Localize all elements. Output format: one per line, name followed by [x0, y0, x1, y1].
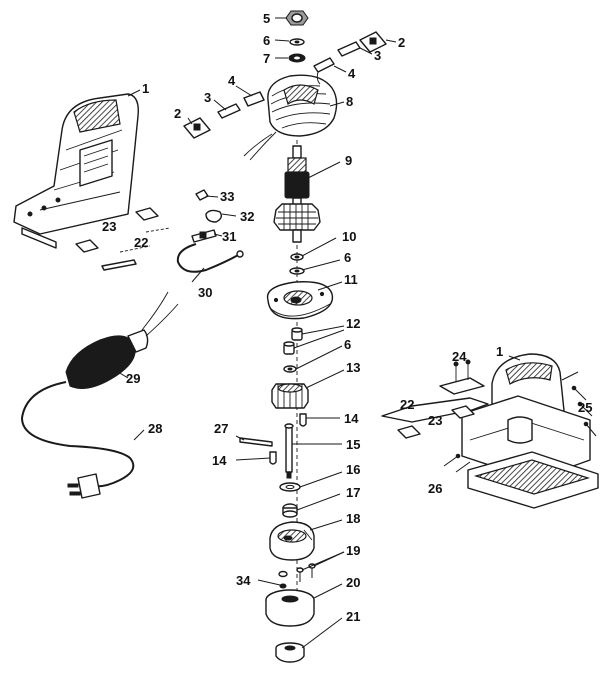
part-17-bearing — [282, 503, 298, 518]
part-4-cap-left — [243, 91, 265, 107]
callout-28: 28 — [148, 421, 162, 436]
part-3-brush-left — [217, 103, 241, 119]
callout-32: 32 — [240, 209, 254, 224]
callout-25: 25 — [578, 400, 592, 415]
callout-30: 30 — [198, 285, 212, 300]
part-15-shaft — [284, 423, 294, 479]
callout-13: 13 — [346, 360, 360, 375]
part-23-tab-left-a — [135, 207, 159, 221]
callout-23-right: 23 — [428, 413, 442, 428]
center-stack — [239, 10, 338, 663]
part-20-base — [265, 589, 315, 627]
part-18-counterweight — [269, 521, 315, 561]
callout-4-right: 4 — [348, 66, 356, 81]
callout-31: 31 — [222, 229, 236, 244]
callout-17: 17 — [346, 485, 360, 500]
part-30-wire — [176, 243, 241, 273]
right-mounting-parts — [381, 359, 597, 473]
part-29-handle — [65, 291, 179, 389]
callout-29: 29 — [126, 371, 140, 386]
callout-34: 34 — [236, 573, 251, 588]
callout-27: 27 — [214, 421, 228, 436]
callout-6-low: 6 — [344, 337, 351, 352]
part-23-tab-right-a — [397, 425, 421, 439]
callout-4-left: 4 — [228, 73, 236, 88]
part-22-strip-left — [101, 259, 137, 271]
callout-3-right: 3 — [374, 48, 381, 63]
callout-20: 20 — [346, 575, 360, 590]
part-24-bracket — [439, 377, 485, 395]
callout-labels: 5 6 7 2 3 4 4 3 2 8 1 9 33 32 23 22 31 1… — [102, 11, 592, 624]
callout-10: 10 — [342, 229, 356, 244]
callout-9: 9 — [345, 153, 352, 168]
part-14-pin-upper — [299, 413, 307, 427]
part-9-armature — [273, 145, 321, 243]
callout-6-top: 6 — [263, 33, 270, 48]
part-33-clip — [195, 189, 209, 201]
part-26-pins — [443, 453, 471, 473]
callout-16: 16 — [346, 462, 360, 477]
part-14-pin-lower — [269, 451, 277, 465]
part-27-key — [239, 437, 273, 447]
part-13-gear — [271, 383, 309, 409]
callout-12: 12 — [346, 316, 360, 331]
part-8-field-coil — [243, 74, 338, 161]
part-11-plate — [266, 281, 334, 320]
callout-14-lower: 14 — [212, 453, 227, 468]
callout-14-upper: 14 — [344, 411, 359, 426]
part-19-screws — [296, 563, 316, 582]
part-28-cord — [20, 381, 135, 499]
part-25-screws — [571, 385, 597, 437]
callout-7: 7 — [263, 51, 270, 66]
callout-1-left: 1 — [142, 81, 149, 96]
callout-21: 21 — [346, 609, 360, 624]
callout-15: 15 — [346, 437, 360, 452]
leader-lines — [117, 17, 521, 649]
part-21-pad — [275, 642, 305, 663]
callout-6-mid: 6 — [344, 250, 351, 265]
callout-24: 24 — [452, 349, 467, 364]
part-4-cap-right — [313, 57, 335, 73]
callout-26: 26 — [428, 481, 442, 496]
callout-22-right: 22 — [400, 397, 414, 412]
callout-11: 11 — [344, 272, 358, 287]
callout-2-right: 2 — [398, 35, 405, 50]
part-31-terminal — [191, 229, 217, 243]
part-34-screw — [278, 570, 288, 578]
callout-8: 8 — [346, 94, 353, 109]
callout-18: 18 — [346, 511, 360, 526]
part-23-tab-right-b — [451, 405, 475, 419]
part-5-nut — [285, 10, 309, 26]
left-mounting-parts — [75, 207, 171, 271]
part-3-brush-right — [337, 41, 361, 57]
callout-23-left: 23 — [102, 219, 116, 234]
callout-3-left: 3 — [204, 90, 211, 105]
part-1-housing-left — [13, 93, 139, 249]
part-23-tab-left-b — [75, 239, 99, 253]
callout-22-left: 22 — [134, 235, 148, 250]
callout-1-right: 1 — [496, 344, 503, 359]
callout-2-left: 2 — [174, 106, 181, 121]
callout-33: 33 — [220, 189, 234, 204]
callout-19: 19 — [346, 543, 360, 558]
part-12-bushings — [283, 327, 303, 355]
brush-parts — [183, 31, 387, 139]
part-1-housing-right — [461, 353, 599, 509]
callout-5: 5 — [263, 11, 270, 26]
part-22-strip-right — [381, 397, 489, 423]
part-32-switch — [205, 209, 223, 223]
